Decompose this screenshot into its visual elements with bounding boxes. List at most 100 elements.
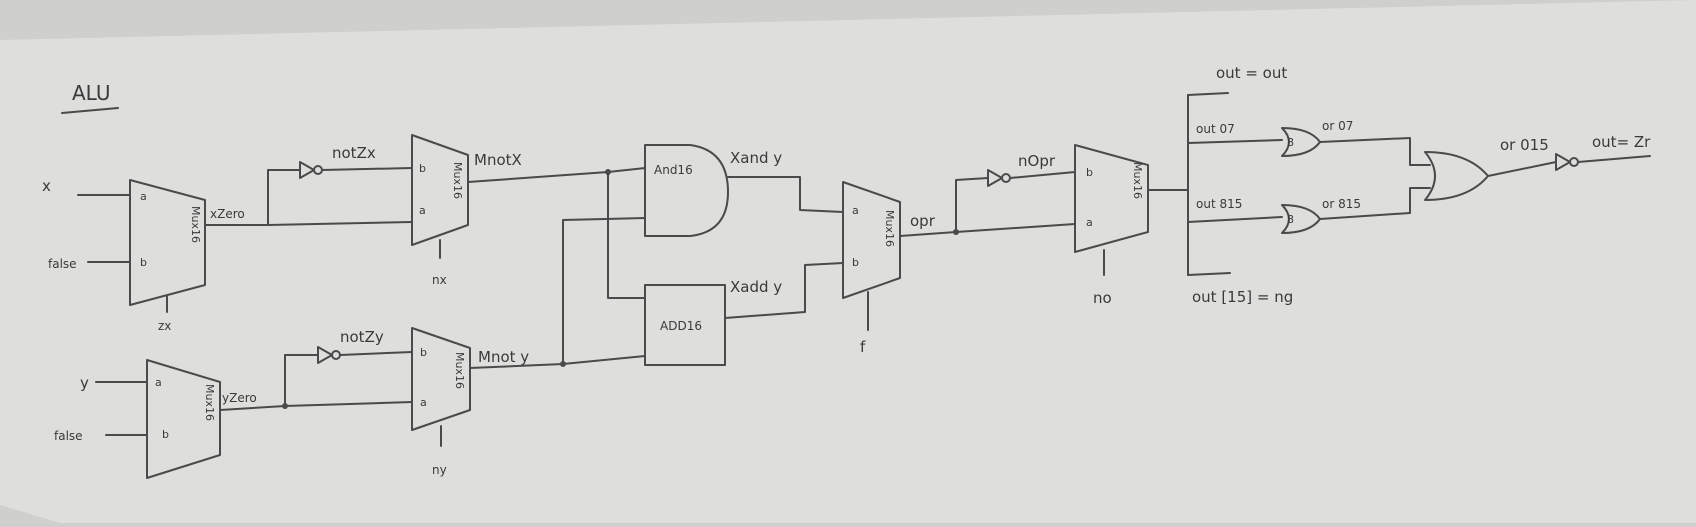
mux-zy-pin-a: a (155, 376, 162, 389)
wire-mnotx-to-add (607, 171, 646, 299)
mux-no-label: Mux16 (1131, 162, 1144, 199)
mux-nx-pin-a: a (419, 204, 426, 217)
xandy-label: Xand y (730, 149, 782, 167)
not-zy-bubble (331, 350, 341, 360)
out07-label: out 07 (1196, 122, 1235, 136)
mux-ny (411, 327, 471, 431)
mux-ny-pin-a: a (420, 396, 427, 409)
or07-label: or 07 (1322, 119, 1353, 133)
junction-mnotx (605, 169, 611, 175)
diagram-title: ALU (72, 81, 110, 105)
zx-label: zx (158, 319, 171, 333)
or8-gate-815 (1281, 204, 1321, 234)
wire-xzero-to-mux-a (267, 221, 413, 226)
f-label: f (860, 338, 866, 356)
wire-or015 (1487, 161, 1557, 177)
not-zr-gate (1555, 153, 1571, 171)
mux-zx-label: Mux16 (189, 206, 202, 243)
not-no-gate (987, 169, 1003, 187)
mnoty-label: Mnot y (478, 348, 529, 366)
input-x-label: x (42, 177, 51, 195)
add16-chip (644, 284, 726, 366)
opr-label: opr (910, 212, 936, 230)
out15-label: out [15] = ng (1192, 288, 1293, 306)
and16-chip (644, 144, 729, 237)
xaddy-label: Xadd y (730, 278, 782, 296)
or-final-gate (1424, 151, 1489, 201)
mux-f-label: Mux16 (883, 210, 896, 247)
wire-nopr (1009, 171, 1076, 179)
zr-label: out= Zr (1592, 133, 1651, 151)
not-zx-bubble (313, 165, 323, 175)
mux-nx (411, 134, 469, 246)
mux-f-pin-b: b (852, 256, 859, 269)
wire-mnoty-to-and (562, 217, 646, 365)
or815-label: or 815 (1322, 197, 1361, 211)
wire-xandy (727, 176, 844, 213)
ny-label: ny (432, 463, 447, 477)
mux-zx-pin-b: b (140, 256, 147, 269)
wire-opr-to-mux-a (955, 223, 1076, 233)
mux-no (1074, 144, 1149, 253)
wire-or07 (1319, 137, 1431, 166)
out815-label: out 815 (1196, 197, 1242, 211)
mux-nx-pin-b: b (419, 162, 426, 175)
wire-out07 (1187, 139, 1283, 144)
wire-notzy (339, 351, 413, 356)
wire-out-top (1187, 92, 1229, 96)
mux-zx-pin-a: a (140, 190, 147, 203)
mux-zy-pin-b: b (162, 428, 169, 441)
input-y-label: y (80, 374, 89, 392)
mux-zy-label: Mux16 (203, 384, 216, 421)
or8-815-label: 8 (1287, 213, 1294, 226)
not-zr-bubble (1569, 157, 1579, 167)
wire-mnoty (469, 363, 564, 369)
mux-f (842, 181, 901, 299)
mux-zx (129, 179, 206, 306)
mux-no-pin-b: b (1086, 166, 1093, 179)
wire-opr (899, 231, 957, 237)
wire-notzx (321, 167, 413, 171)
junction-yzero (282, 403, 288, 409)
junction-opr (953, 229, 959, 235)
out-eq-label: out = out (1216, 64, 1287, 82)
no-label: no (1093, 289, 1112, 307)
and16-label: And16 (654, 163, 693, 177)
mux-ny-pin-b: b (420, 346, 427, 359)
not-no-bubble (1001, 173, 1011, 183)
false-top-label: false (48, 257, 77, 271)
wire-xaddy (724, 262, 844, 319)
wire-out15 (1187, 272, 1231, 276)
or015-label: or 015 (1500, 136, 1549, 154)
false-bottom-label: false (54, 429, 83, 443)
wire-opr-to-not (955, 177, 989, 233)
wire-yzero-to-not (219, 354, 319, 411)
wire-or815 (1319, 187, 1431, 220)
or8-gate-07 (1281, 127, 1321, 157)
notzx-label: notZx (332, 144, 376, 162)
mux-no-pin-a: a (1086, 216, 1093, 229)
nx-label: nx (432, 273, 447, 287)
wire-yzero-to-mux-a (284, 401, 413, 407)
not-zx-gate (299, 161, 315, 179)
wire-zr (1577, 155, 1651, 163)
nopr-label: nOpr (1018, 152, 1056, 170)
notzy-label: notZy (340, 328, 384, 346)
wire-mnoty-to-add (562, 355, 646, 365)
or8-07-label: 8 (1287, 136, 1294, 149)
yzero-label: yZero (222, 391, 257, 405)
mnotx-label: MnotX (474, 151, 522, 169)
mux-ny-label: Mux16 (453, 352, 466, 389)
wire-out815 (1187, 216, 1283, 223)
mux-f-pin-a: a (852, 204, 859, 217)
mux-nx-label: Mux16 (451, 162, 464, 199)
xzero-label: xZero (210, 207, 245, 221)
mux-zy (146, 359, 221, 479)
title-underline (61, 107, 119, 114)
junction-mnoty (560, 361, 566, 367)
wire-xzero-to-not (204, 169, 301, 226)
not-zy-gate (317, 346, 333, 364)
add16-label: ADD16 (660, 319, 702, 333)
